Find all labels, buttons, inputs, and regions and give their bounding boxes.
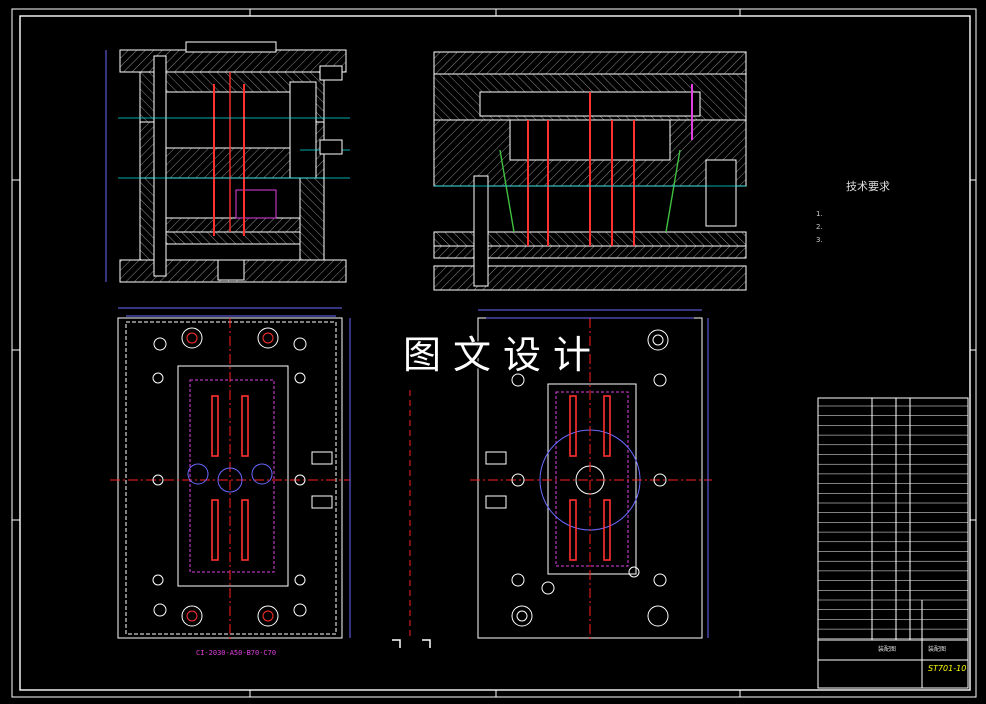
tech-requirement-item: 2. bbox=[816, 223, 823, 231]
tech-requirements-title: 技术要求 bbox=[846, 180, 890, 193]
plan-view-moving bbox=[110, 317, 350, 640]
section-view-right bbox=[433, 51, 747, 291]
tech-requirements-list: 1. 2. 3. bbox=[816, 208, 981, 247]
part-code-label: CI-2030-A50-B70-C70 bbox=[196, 649, 277, 657]
drawing-frame bbox=[11, 8, 977, 698]
tech-requirement-item: 3. bbox=[816, 236, 823, 244]
title-block-name: 装配图 bbox=[878, 646, 897, 653]
title-block bbox=[817, 397, 969, 689]
dimensions bbox=[118, 307, 709, 638]
section-marks bbox=[392, 639, 431, 648]
plan-view-fixed bbox=[470, 317, 712, 640]
section-view-left bbox=[105, 41, 350, 283]
tech-requirement-item: 1. bbox=[816, 210, 823, 218]
title-block-type: 装配图 bbox=[928, 646, 947, 653]
watermark-text: 图文设计 bbox=[402, 333, 603, 377]
title-block-rows bbox=[818, 405, 968, 640]
drawing-code: ST701-10 bbox=[928, 664, 967, 673]
